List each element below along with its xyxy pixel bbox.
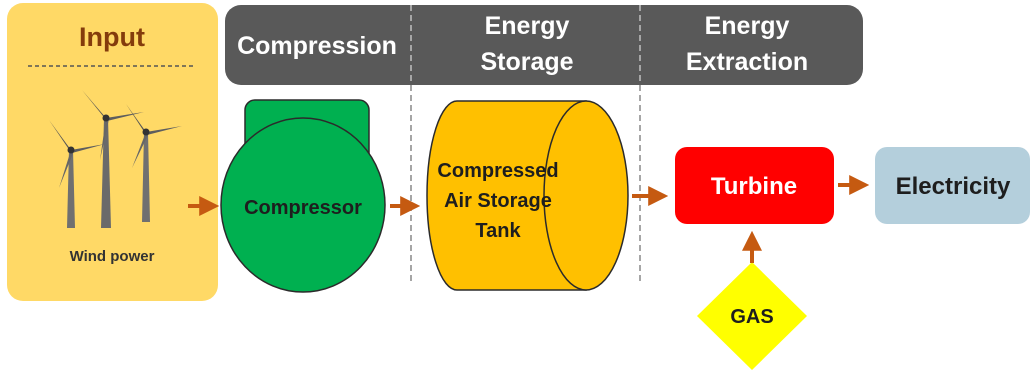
- input-title: Input: [79, 22, 145, 52]
- gas-label: GAS: [730, 306, 773, 328]
- storage-tank-node: Compressed Air Storage Tank: [426, 100, 629, 291]
- wind-power-caption: Wind power: [70, 248, 155, 265]
- wind-turbines-icon: [49, 90, 182, 228]
- stage-energy-extraction-line2: Extraction: [686, 48, 808, 76]
- electricity-node: [875, 147, 1030, 224]
- stage-energy-storage-line1: Energy: [485, 12, 570, 40]
- tank-label-line3: Tank: [475, 220, 521, 242]
- compressor-node: Compressor: [220, 99, 386, 293]
- tank-label-line1: Compressed: [437, 160, 558, 182]
- stage-compression: Compression: [237, 32, 397, 60]
- turbine-label: Turbine: [711, 173, 797, 200]
- input-panel: [7, 3, 218, 301]
- stage-energy-extraction-line1: Energy: [705, 12, 790, 40]
- tank-label-line2: Air Storage: [444, 190, 552, 212]
- gas-node: [697, 262, 807, 370]
- turbine-node: [675, 147, 834, 224]
- electricity-label: Electricity: [896, 173, 1011, 200]
- stage-header-bar: [225, 5, 863, 85]
- compressor-label: Compressor: [244, 197, 362, 219]
- stage-energy-storage-line2: Storage: [480, 48, 573, 76]
